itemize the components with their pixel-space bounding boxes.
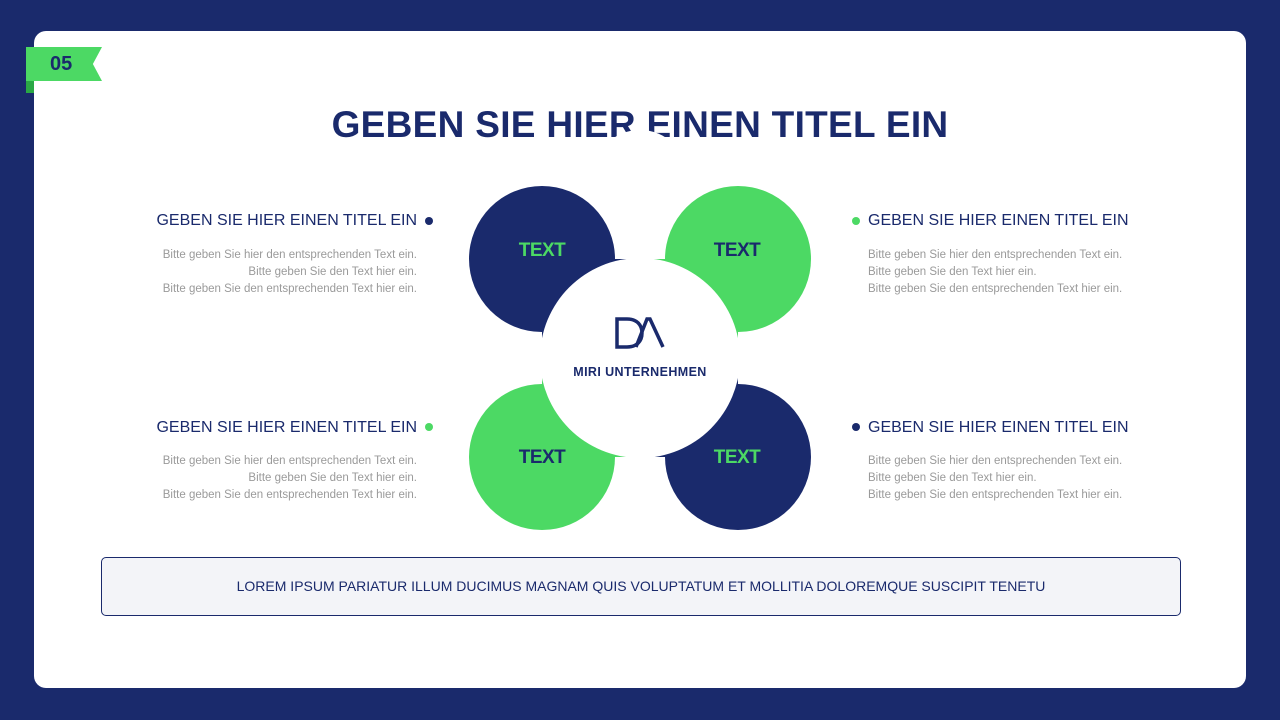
item-desc-line: Bitte geben Sie den entsprechenden Text … (868, 283, 1123, 295)
item-desc-line: Bitte geben Sie den entsprechenden Text … (162, 283, 417, 295)
item-desc-line: Bitte geben Sie den entsprechenden Text … (868, 489, 1123, 501)
item-desc-line: Bitte geben Sie hier den entsprechenden … (868, 249, 1123, 261)
item-desc-line: Bitte geben Sie den Text hier ein. (248, 266, 417, 278)
petal-notch (410, 306, 514, 410)
item-desc-line: Bitte geben Sie hier den entsprechenden … (162, 455, 417, 467)
item-dot-bottom-right (852, 423, 860, 431)
footer-text: LOREM IPSUM PARIATUR ILLUM DUCIMUS MAGNA… (236, 578, 1046, 594)
item-title-bottom-left: GEBEN SIE HIER EINEN TITEL EIN (156, 419, 417, 436)
item-desc-top-left: Bitte geben Sie hier den entsprechenden … (163, 247, 417, 298)
item-desc-line: Bitte geben Sie hier den entsprechenden … (868, 455, 1123, 467)
company-logo-icon (615, 317, 665, 349)
item-dot-top-right (852, 217, 860, 225)
slide-number-badge: 05 (26, 47, 102, 81)
petal-notch (592, 130, 688, 226)
item-desc-line: Bitte geben Sie hier den entsprechenden … (162, 249, 417, 261)
petal-notch (766, 306, 870, 410)
footer-banner: LOREM IPSUM PARIATUR ILLUM DUCIMUS MAGNA… (101, 557, 1181, 616)
petal-label-bottom-right: TEXT (713, 447, 761, 468)
petal-label-top-right: TEXT (713, 240, 761, 261)
item-desc-line: Bitte geben Sie den Text hier ein. (248, 472, 417, 484)
item-desc-line: Bitte geben Sie den Text hier ein. (868, 266, 1037, 278)
item-desc-bottom-right: Bitte geben Sie hier den entsprechenden … (868, 453, 1122, 504)
item-desc-top-right: Bitte geben Sie hier den entsprechenden … (868, 247, 1122, 298)
item-desc-line: Bitte geben Sie den entsprechenden Text … (162, 489, 417, 501)
center-circle (540, 258, 740, 458)
item-desc-line: Bitte geben Sie den Text hier ein. (868, 472, 1037, 484)
item-title-top-left: GEBEN SIE HIER EINEN TITEL EIN (156, 212, 417, 229)
badge-fold (26, 81, 34, 93)
item-dot-bottom-left (425, 423, 433, 431)
item-dot-top-left (425, 217, 433, 225)
petal-label-bottom-left: TEXT (518, 447, 566, 468)
item-desc-bottom-left: Bitte geben Sie hier den entsprechenden … (163, 453, 417, 504)
petal-label-top-left: TEXT (518, 240, 566, 261)
item-title-top-right: GEBEN SIE HIER EINEN TITEL EIN (868, 212, 1129, 229)
company-name: MIRI UNTERNEHMEN (573, 365, 707, 379)
item-title-bottom-right: GEBEN SIE HIER EINEN TITEL EIN (868, 419, 1129, 436)
